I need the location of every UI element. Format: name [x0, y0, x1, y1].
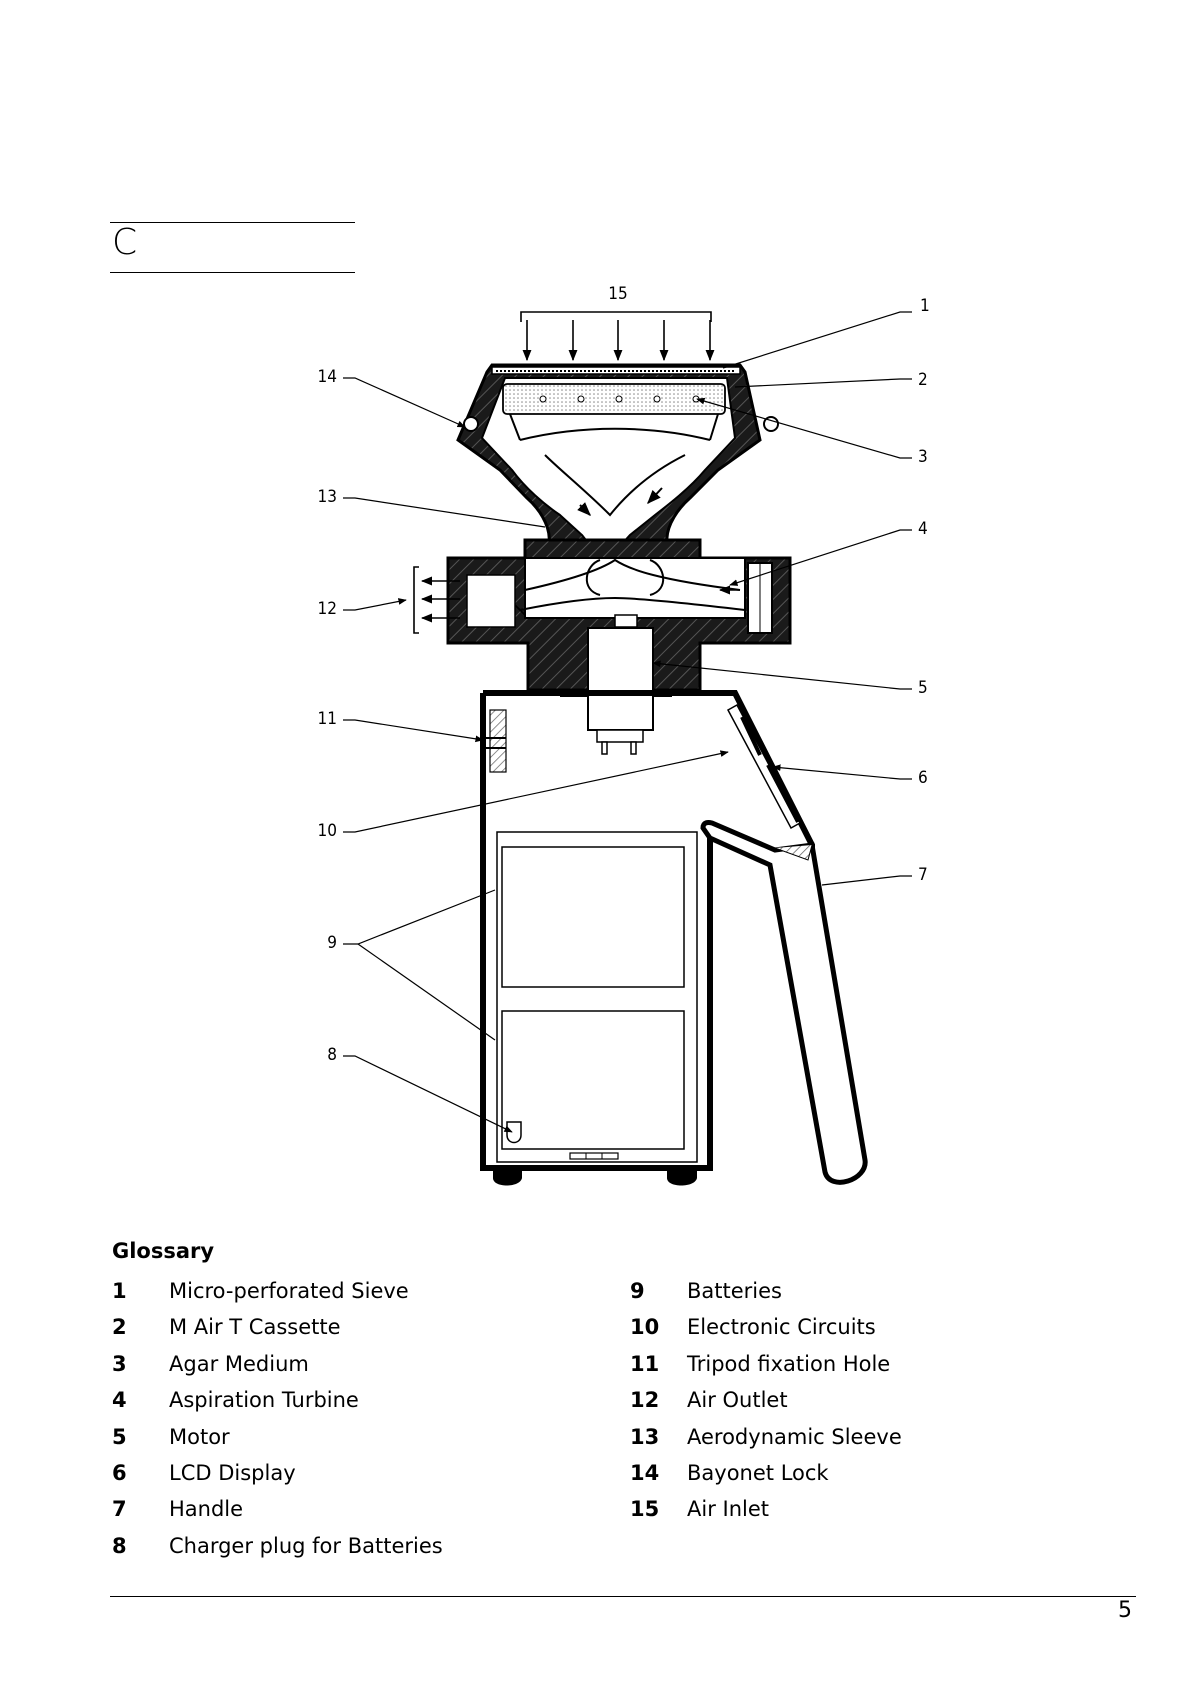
- glossary-left-column: 1 Micro-perforated Sieve 2 M Air T Cassett…: [112, 1279, 532, 1570]
- glossary-item: 7 Handle: [112, 1497, 532, 1533]
- sampling-head: [456, 363, 779, 587]
- glossary-item: 10 Electronic Circuits: [630, 1315, 1070, 1351]
- callout-13: 13: [318, 487, 337, 507]
- glossary-label: Aspiration Turbine: [169, 1388, 359, 1413]
- glossary-number: 2: [112, 1315, 127, 1340]
- glossary-number: 10: [630, 1315, 660, 1340]
- handle: [700, 820, 868, 1185]
- glossary-number: 7: [112, 1497, 127, 1522]
- glossary-item: 9 Batteries: [630, 1279, 1070, 1315]
- glossary-label: Agar Medium: [169, 1351, 309, 1376]
- glossary-label: Air Outlet: [687, 1388, 788, 1413]
- callout-10: 10: [318, 821, 337, 841]
- battery-top: [501, 846, 685, 988]
- glossary-item: 1 Micro-perforated Sieve: [112, 1279, 532, 1315]
- footer-rule: [110, 1596, 1136, 1597]
- glossary-item: 6 LCD Display: [112, 1461, 532, 1497]
- callout-15: 15: [608, 284, 627, 304]
- callout-4: 4: [918, 519, 928, 539]
- callout-14: 14: [318, 367, 337, 387]
- glossary-item: 13 Aerodynamic Sleeve: [630, 1425, 1070, 1461]
- charger-plug: [506, 1121, 522, 1144]
- glossary-number: 5: [112, 1424, 127, 1449]
- callout-8: 8: [327, 1045, 337, 1065]
- callout-5: 5: [918, 678, 928, 698]
- glossary-label: Micro-perforated Sieve: [169, 1279, 409, 1303]
- section-bottom-rule: [110, 272, 355, 273]
- glossary-number: 3: [112, 1351, 127, 1376]
- callout-leader-lines: [343, 311, 912, 1133]
- glossary-item: 5 Motor: [112, 1425, 532, 1461]
- glossary-item: 8 Charger plug for Batteries: [112, 1534, 532, 1570]
- glossary-label: Electronic Circuits: [687, 1315, 876, 1340]
- glossary-label: Handle: [169, 1497, 244, 1522]
- glossary-label: LCD Display: [169, 1460, 296, 1485]
- glossary-title: Glossary: [112, 1239, 215, 1263]
- glossary-label: Bayonet Lock: [687, 1460, 829, 1485]
- glossary-label: Charger plug for Batteries: [169, 1533, 443, 1558]
- page-number: 5: [1118, 1598, 1132, 1623]
- air-inlet-arrows: [520, 311, 715, 362]
- glossary-number: 12: [630, 1388, 660, 1413]
- callout-numbers: 15 1 2 3 4 5 6 7 8 9 10 11 12 13 14: [318, 284, 930, 1065]
- callout-12: 12: [318, 599, 337, 619]
- glossary-number: 1: [112, 1279, 127, 1303]
- battery-bottom: [501, 1010, 685, 1150]
- glossary-label: Batteries: [687, 1279, 782, 1303]
- callout-6: 6: [918, 768, 928, 788]
- glossary-number: 6: [112, 1460, 127, 1485]
- tripod-hole-block: [489, 709, 507, 773]
- glossary-label: M Air T Cassette: [169, 1315, 341, 1340]
- glossary-label: Tripod fixation Hole: [687, 1351, 891, 1376]
- callout-2: 2: [918, 370, 928, 390]
- callout-11: 11: [318, 709, 337, 729]
- bayonet-lock-knob: [463, 416, 479, 432]
- air-outlet-arrows: [413, 566, 460, 634]
- section-letter: C: [112, 222, 138, 263]
- callout-7: 7: [918, 865, 928, 885]
- glossary-item: 11 Tripod fixation Hole: [630, 1352, 1070, 1388]
- glossary-item: 15 Air Inlet: [630, 1497, 1070, 1533]
- callout-9: 9: [327, 933, 337, 953]
- callout-3: 3: [918, 447, 928, 467]
- glossary-item: 12 Air Outlet: [630, 1388, 1070, 1424]
- glossary-number: 14: [630, 1460, 660, 1485]
- glossary-number: 13: [630, 1424, 660, 1449]
- section-top-rule: [110, 222, 355, 223]
- glossary-number: 9: [630, 1279, 645, 1303]
- glossary-number: 11: [630, 1351, 660, 1376]
- callout-1: 1: [920, 296, 930, 316]
- cassette: [502, 383, 726, 415]
- glossary-label: Motor: [169, 1424, 230, 1449]
- glossary-label: Aerodynamic Sleeve: [687, 1424, 902, 1449]
- glossary-right-column: 9 Batteries 10 Electronic Circuits 11 Tripo…: [630, 1279, 1070, 1534]
- glossary-label: Air Inlet: [687, 1497, 770, 1522]
- device-body: [480, 690, 815, 1186]
- glossary-item: 14 Bayonet Lock: [630, 1461, 1070, 1497]
- lcd-display: [726, 703, 802, 830]
- glossary-number: 15: [630, 1497, 660, 1522]
- glossary-number: 8: [112, 1533, 127, 1558]
- sampler-cutaway-diagram: 15 1 2 3 4 5 6 7 8 9 10 11 12 13 14: [318, 284, 930, 1186]
- glossary-item: 3 Agar Medium: [112, 1352, 532, 1388]
- glossary-number: 4: [112, 1388, 127, 1413]
- glossary-item: 4 Aspiration Turbine: [112, 1388, 532, 1424]
- glossary-item: 2 M Air T Cassette: [112, 1315, 532, 1351]
